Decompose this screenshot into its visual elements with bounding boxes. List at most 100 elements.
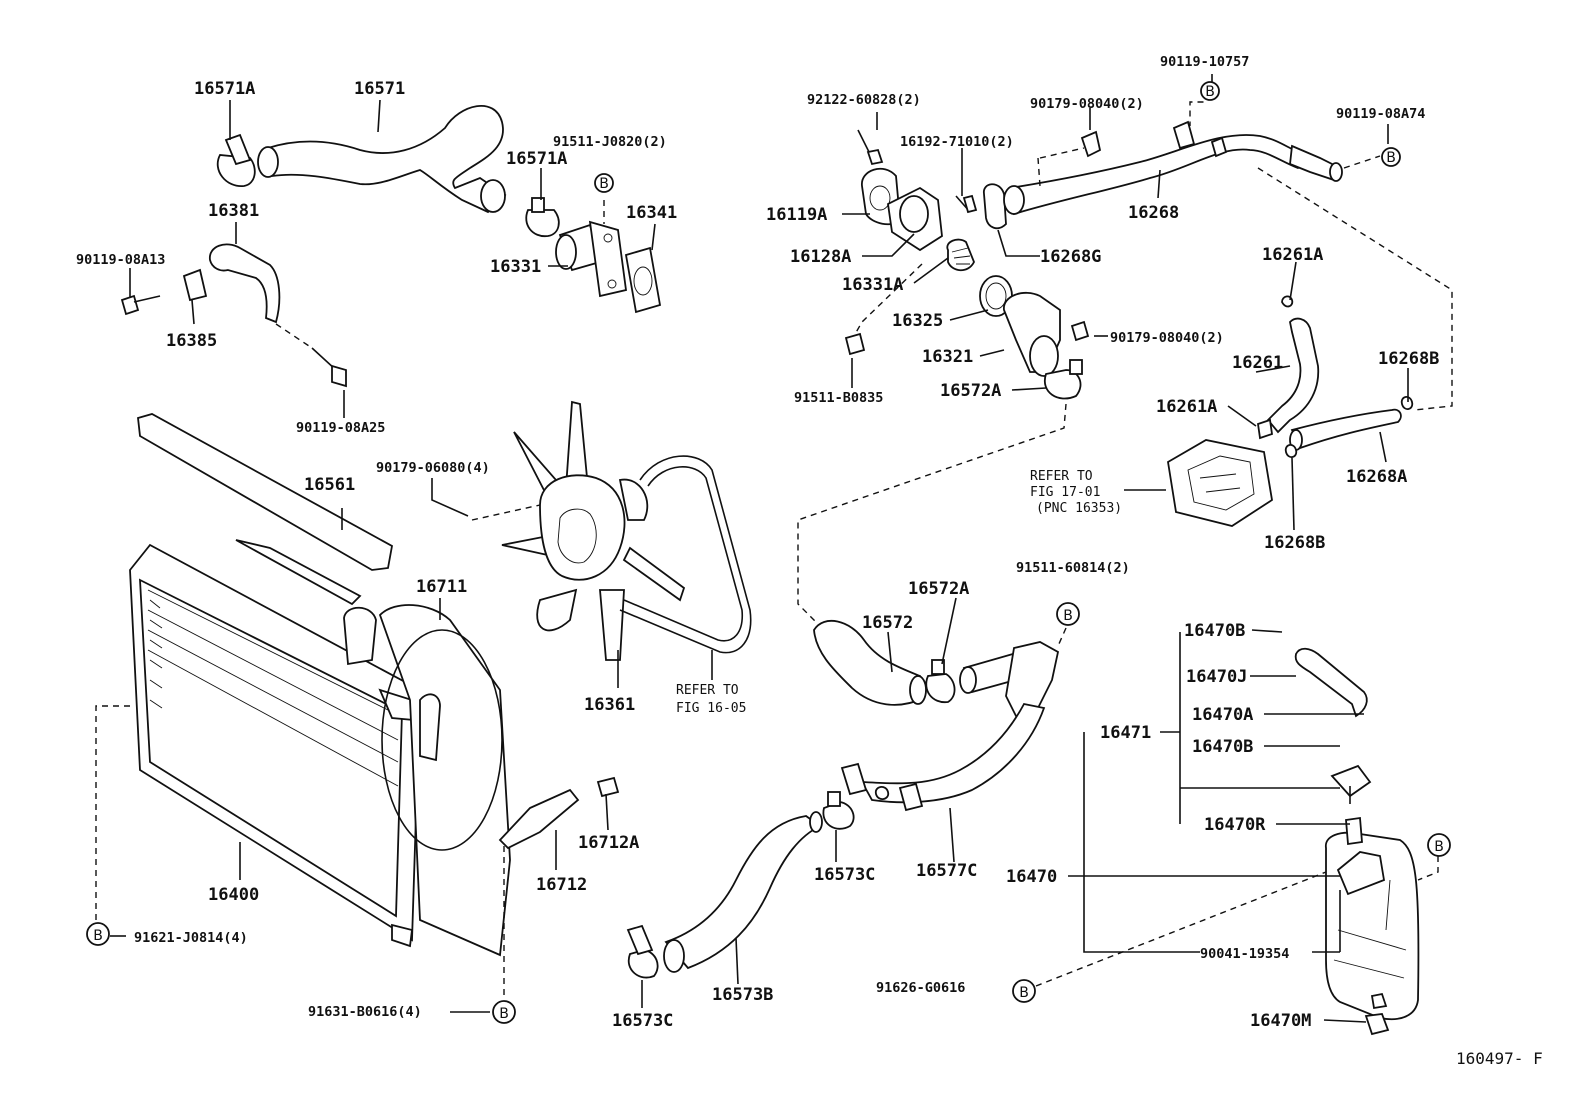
label-16577C: 16577C (916, 861, 977, 881)
label-16400: 16400 (208, 885, 259, 905)
svg-text:B: B (1063, 608, 1073, 624)
gasket-16268G (983, 183, 1007, 230)
reservoir-hose-16470J (1294, 647, 1368, 718)
reservoir-cap-16470A (1330, 764, 1372, 804)
label-90119-08A13: 90119-08A13 (76, 252, 165, 268)
label-90119-10757: 90119-10757 (1160, 54, 1249, 70)
bolt-91511-B0835 (844, 332, 866, 356)
hose-clamp-16571A (216, 133, 256, 187)
throttle-body-16353 (1167, 439, 1273, 527)
label-16573B: 16573B (712, 985, 773, 1005)
refer-note-fig-17-01: REFER TO FIG 17-01 (PNC 16353) (1030, 469, 1122, 516)
b-marker-7: B (1427, 833, 1451, 857)
lower-hose-16573B (663, 811, 823, 973)
b-marker-3: B (1381, 147, 1401, 167)
upper-radiator-hose-16571 (257, 105, 507, 214)
label-91631-B0616: 91631-B0616(4) (308, 1004, 422, 1020)
shroud-bracket-16712 (498, 788, 580, 850)
label-16268A: 16268A (1346, 467, 1407, 487)
label-91621-J0814: 91621-J0814(4) (134, 930, 248, 946)
label-16470J: 16470J (1186, 667, 1247, 687)
bracket-90041-19354 (1336, 851, 1386, 896)
gasket-16341 (624, 246, 662, 314)
label-90179-08040-2: 90179-08040(2) (1110, 330, 1224, 346)
drive-belt (619, 455, 752, 654)
radiator-16400 (129, 539, 421, 948)
label-16119A: 16119A (766, 205, 827, 225)
label-16471: 16471 (1100, 723, 1151, 743)
stud-92122-60828 (857, 129, 884, 166)
bracket-16381 (209, 243, 281, 324)
clamp-16261A-lower (1257, 418, 1273, 440)
nut-16385 (182, 268, 208, 302)
fan-shroud-16711 (378, 604, 511, 957)
svg-text:REFER TO: REFER TO (1030, 469, 1093, 484)
clamp-16268B (1284, 396, 1414, 458)
label-16268B-2: 16268B (1264, 533, 1325, 553)
label-90041-19354: 90041-19354 (1200, 946, 1289, 962)
label-16381: 16381 (208, 201, 259, 221)
label-16470B-2: 16470B (1192, 737, 1253, 757)
radiator-seal-16561 (137, 413, 394, 571)
drain-plug-16470M (1364, 1013, 1390, 1036)
label-16331: 16331 (490, 257, 541, 277)
label-16331A: 16331A (842, 275, 903, 295)
bypass-hose-16268A (1289, 408, 1402, 451)
thermostat-16331A (946, 238, 975, 272)
label-16573C-2: 16573C (612, 1011, 673, 1031)
svg-text:B: B (1386, 150, 1396, 166)
b-marker-4: B (1056, 602, 1080, 626)
b-marker-8: B (1012, 979, 1036, 1003)
label-90119-08A25: 90119-08A25 (296, 420, 385, 436)
water-pipe-inlet (959, 641, 1060, 717)
label-16711: 16711 (416, 577, 467, 597)
label-91511-B0835: 91511-B0835 (794, 390, 883, 406)
b-marker-1: B (594, 173, 614, 193)
b-markers: B B B B B B B B (86, 81, 1451, 1024)
nut-90179-08040-upper (1080, 130, 1102, 158)
label-16572: 16572 (862, 613, 913, 633)
label-16561: 16561 (304, 475, 355, 495)
svg-text:B: B (499, 1006, 509, 1022)
refer-note-fig-16-05: REFER TO FIG 16-05 (676, 683, 746, 716)
label-16261A-2: 16261A (1156, 397, 1217, 417)
water-pipe-16577C (840, 702, 1046, 812)
label-16128A: 16128A (790, 247, 851, 267)
nut-90179-08040-lower (1070, 320, 1090, 342)
label-16571A: 16571A (194, 79, 255, 99)
label-16268B: 16268B (1378, 349, 1439, 369)
label-16321: 16321 (922, 347, 973, 367)
label-16712A: 16712A (578, 833, 639, 853)
hose-clamp-16573C-upper (822, 791, 855, 830)
b-marker-5: B (86, 922, 110, 946)
label-16470M: 16470M (1250, 1011, 1311, 1031)
b-marker-6: B (492, 1000, 516, 1024)
label-90119-08A74: 90119-08A74 (1336, 106, 1425, 122)
label-16268: 16268 (1128, 203, 1179, 223)
part-labels: 16571A 16571 91511-J0820(2) 16571A 16341… (76, 54, 1439, 1031)
water-outlet-16128A (887, 186, 943, 252)
bypass-pipe-16268 (1003, 120, 1343, 216)
label-16470A: 16470A (1192, 705, 1253, 725)
diagram-id: 160497- F (1456, 1049, 1543, 1068)
stud-16192-71010 (955, 194, 978, 214)
label-16192-71010: 16192-71010(2) (900, 134, 1014, 150)
hose-clamp-16573C-lower (626, 924, 659, 979)
label-16325: 16325 (892, 311, 943, 331)
label-16470: 16470 (1006, 867, 1057, 887)
svg-text:B: B (599, 176, 609, 192)
hose-clamp-16571A-2 (525, 197, 560, 237)
hose-clamp-16572A-top (1043, 359, 1083, 400)
label-16341: 16341 (626, 203, 677, 223)
label-16572A-2: 16572A (908, 579, 969, 599)
fan-16361 (501, 400, 686, 661)
label-16573C: 16573C (814, 865, 875, 885)
svg-text:FIG 17-01: FIG 17-01 (1030, 485, 1100, 500)
label-16385: 16385 (166, 331, 217, 351)
svg-text:B: B (1205, 84, 1215, 100)
label-16361: 16361 (584, 695, 635, 715)
lower-hose-16572 (813, 620, 927, 706)
label-90179-06080: 90179-06080(4) (376, 460, 490, 476)
label-16572A: 16572A (940, 381, 1001, 401)
